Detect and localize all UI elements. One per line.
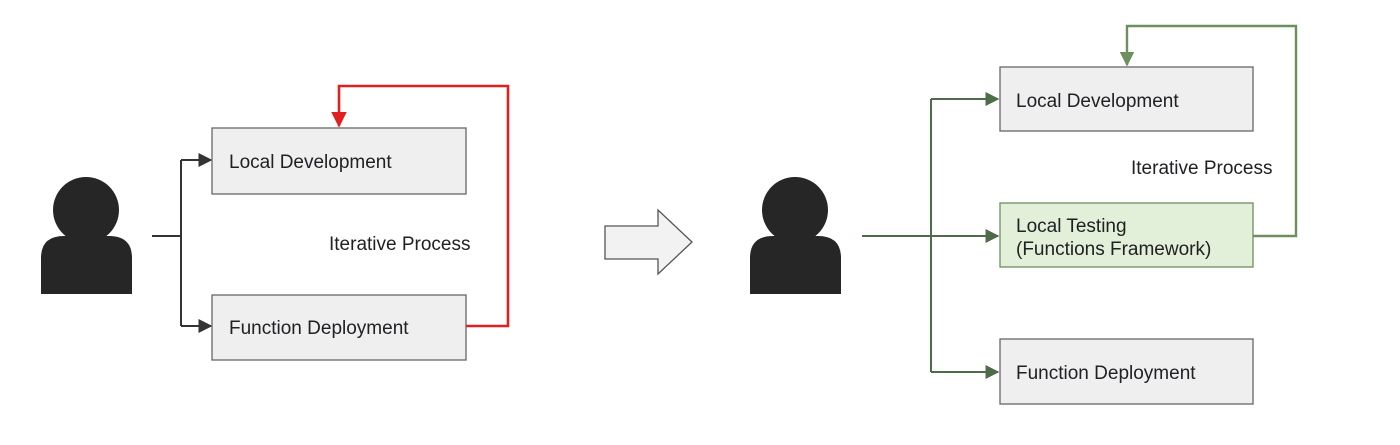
local-testing-label: Local Testing (1016, 216, 1127, 237)
local-testing-box: Local Testing (Functions Framework) (999, 202, 1254, 268)
function-deployment-box: Function Deployment (999, 338, 1254, 405)
local-development-box: Local Development (211, 127, 467, 195)
iterative-process-label: Iterative Process (1131, 158, 1273, 179)
user-connector (862, 92, 1000, 379)
local-development-label: Local Development (1016, 91, 1179, 112)
function-deployment-box: Function Deployment (211, 294, 467, 361)
user-connector (152, 153, 213, 333)
function-deployment-label: Function Deployment (229, 318, 409, 339)
right-arrow-icon (604, 208, 693, 276)
iteration-loop-arrow (1119, 24, 1298, 238)
iteration-loop-arrow (331, 84, 510, 328)
user-icon (750, 177, 841, 294)
user-icon (41, 177, 132, 294)
function-deployment-label: Function Deployment (1016, 363, 1196, 384)
local-development-label: Local Development (229, 152, 392, 173)
functions-framework-label: (Functions Framework) (1016, 239, 1211, 260)
iterative-process-label: Iterative Process (329, 234, 471, 255)
local-development-box: Local Development (999, 66, 1254, 132)
after-workflow: Local Development Local Testing (Functio… (750, 24, 1298, 405)
before-workflow: Local Development Function Deployment It… (41, 84, 510, 361)
